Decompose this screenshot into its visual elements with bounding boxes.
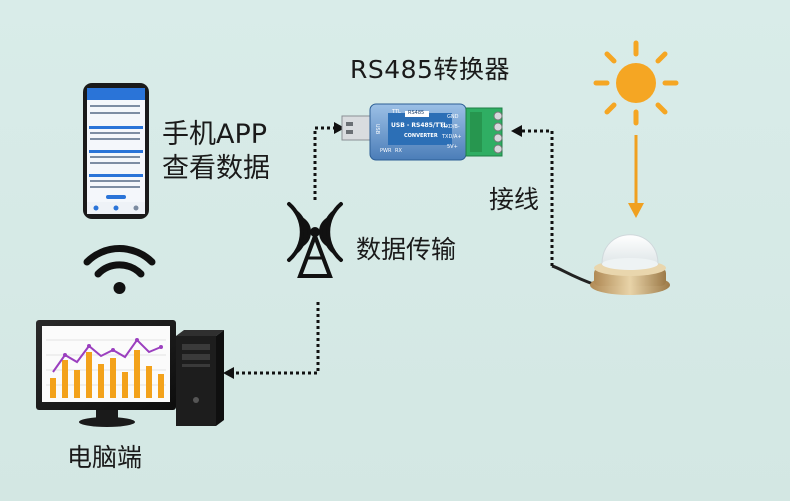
converter-top-left: TTL xyxy=(392,109,401,115)
converter-led-1: RX xyxy=(395,148,402,154)
usb-plug-icon xyxy=(341,115,373,141)
converter-pin-3: 5V+ xyxy=(447,144,458,150)
phone-app-label-line1: 手机APP xyxy=(162,119,268,150)
wiring-arrowhead xyxy=(511,125,522,137)
light-arrow xyxy=(628,135,644,218)
converter-pin-1: RXD/B- xyxy=(442,124,460,130)
phone-icon xyxy=(83,83,149,219)
data-transmission-label: 数据传输 xyxy=(356,235,457,264)
converter-device xyxy=(369,103,467,161)
converter-sub-text: CONVERTER xyxy=(404,133,438,139)
wifi-icon xyxy=(83,245,156,278)
pc-arrowhead xyxy=(223,367,234,379)
monitor-icon xyxy=(36,320,176,427)
converter-led-0: PWR xyxy=(380,148,392,154)
converter-title: RS485转换器 xyxy=(350,55,510,84)
antenna-mast xyxy=(297,227,333,278)
converter-pin-0: GND xyxy=(447,114,459,120)
usb-arrowhead xyxy=(334,122,345,134)
converter-pin-2: TXD/A+ xyxy=(442,134,462,140)
pc-tower-icon xyxy=(176,330,224,426)
dotted-lines xyxy=(236,126,554,375)
monitor-chart xyxy=(46,338,166,398)
pc-label: 电脑端 xyxy=(67,443,143,472)
wiring-label: 接线 xyxy=(489,185,540,214)
terminal-block xyxy=(465,107,503,157)
phone-app-label-line2: 查看数据 xyxy=(162,153,270,184)
antenna-icon xyxy=(287,202,343,262)
converter-side-label: USB xyxy=(374,123,381,135)
converter-main-text: USB - RS485/TTL xyxy=(391,122,448,129)
sensor-icon xyxy=(551,234,670,295)
phone-app-label: 手机APP 查看数据 xyxy=(162,118,270,186)
converter-top-right: RS485 xyxy=(408,110,425,116)
sun-icon xyxy=(593,40,679,126)
wifi-dot xyxy=(113,282,126,294)
